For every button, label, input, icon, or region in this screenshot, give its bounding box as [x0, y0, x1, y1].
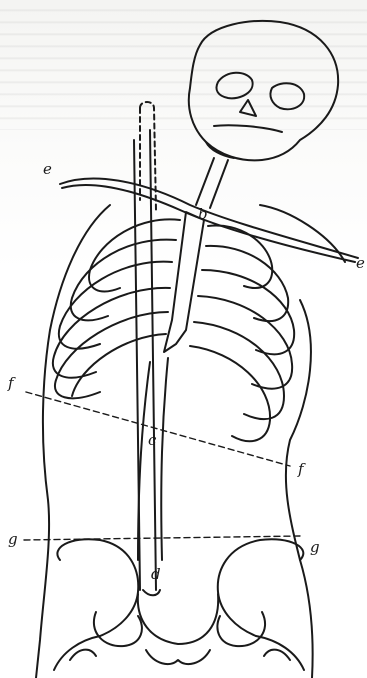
left-ribs	[53, 219, 180, 398]
label-d: d	[151, 567, 161, 582]
clavicles	[60, 179, 358, 262]
label-g-right: g	[310, 540, 320, 555]
pelvis	[54, 539, 304, 670]
label-f-right: f	[298, 462, 304, 477]
label-e-left: e	[43, 162, 52, 177]
label-g-left: g	[8, 532, 18, 547]
label-f-left: f	[8, 376, 14, 391]
skull	[189, 21, 338, 160]
label-e-right: e	[356, 256, 365, 271]
sternum	[164, 212, 204, 352]
label-c: c	[148, 433, 156, 448]
reference-line-f	[26, 392, 290, 466]
torso-outline	[36, 205, 345, 678]
right-ribs	[190, 225, 294, 441]
label-b: b	[198, 207, 208, 222]
spine-neck	[196, 158, 228, 208]
